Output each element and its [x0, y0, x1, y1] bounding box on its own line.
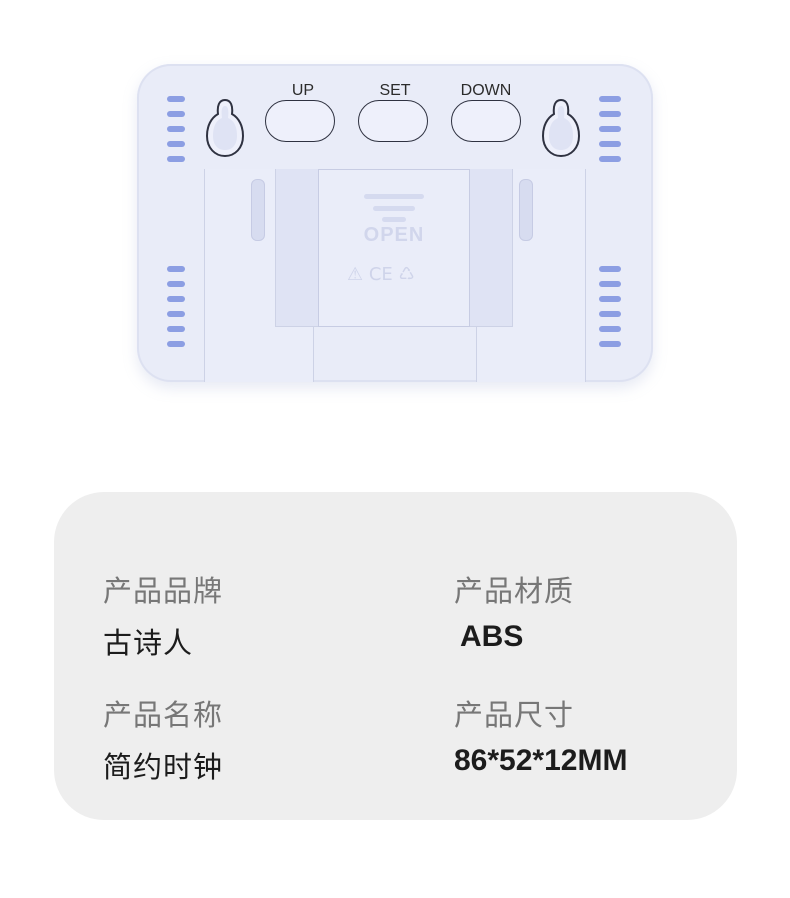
vent-slot: [599, 141, 621, 147]
left-wall-mount-keyhole-icon: [205, 98, 245, 158]
vent-group-bottom-left: [167, 266, 185, 356]
vent-slot: [167, 126, 185, 132]
spec-brand-value: 古诗人: [103, 626, 194, 660]
spec-material-value: ABS: [460, 620, 524, 653]
vent-slot: [599, 266, 621, 272]
set-button[interactable]: [358, 100, 428, 142]
spec-name-label: 产品名称: [103, 698, 224, 732]
product-spec-card: 产品品牌 古诗人 产品材质 ABS 产品名称 简约时钟 产品尺寸 86*52*1…: [54, 492, 737, 820]
vent-slot: [167, 141, 185, 147]
set-button-label: SET: [379, 82, 411, 99]
cover-grip-line: [373, 206, 415, 211]
vent-slot: [599, 341, 621, 347]
vent-slot: [599, 126, 621, 132]
cover-grip-line: [364, 194, 424, 199]
clock-back-panel: UP SET DOWN OPEN ⚠ CE ♺: [137, 64, 653, 382]
vent-slot: [167, 296, 185, 302]
up-button[interactable]: [265, 100, 335, 142]
stand-slot: [251, 179, 265, 241]
vent-slot: [167, 311, 185, 317]
battery-cover[interactable]: OPEN ⚠ CE ♺: [318, 169, 470, 327]
up-button-label: UP: [291, 82, 315, 99]
vent-slot: [599, 311, 621, 317]
spec-name-value-wrap: 简约时钟: [103, 744, 223, 786]
vent-group-bottom-right: [599, 266, 621, 356]
vent-slot: [167, 156, 185, 162]
vent-slot: [167, 96, 185, 102]
spec-size: 产品尺寸: [454, 692, 574, 734]
vent-slot: [167, 281, 185, 287]
vent-slot: [599, 296, 621, 302]
spec-brand: 产品品牌: [103, 568, 223, 610]
spec-size-label: 产品尺寸: [454, 698, 575, 732]
spec-size-value: 86*52*12MM: [454, 744, 628, 777]
certification-marks: ⚠ CE ♺: [347, 264, 415, 285]
vent-slot: [599, 156, 621, 162]
vent-slot: [599, 281, 621, 287]
vent-slot: [599, 326, 621, 332]
right-wall-mount-keyhole-icon: [541, 98, 581, 158]
battery-cover-open-label: OPEN: [363, 224, 425, 246]
down-button-label: DOWN: [460, 82, 512, 99]
vent-slot: [167, 266, 185, 272]
spec-size-value-wrap: 86*52*12MM: [454, 744, 627, 778]
spec-brand-value-wrap: 古诗人: [103, 620, 193, 662]
vent-slot: [167, 111, 185, 117]
spec-name-value: 简约时钟: [103, 750, 224, 784]
spec-material-label: 产品材质: [454, 574, 575, 608]
vent-slot: [599, 96, 621, 102]
spec-brand-label: 产品品牌: [103, 574, 224, 608]
vent-slot: [167, 326, 185, 332]
cover-grip-line: [382, 217, 406, 222]
vent-slot: [599, 111, 621, 117]
vent-group-top-left: [167, 96, 185, 171]
spec-material: 产品材质: [454, 568, 574, 610]
down-button[interactable]: [451, 100, 521, 142]
spec-material-value-wrap: ABS: [460, 620, 523, 654]
spec-name: 产品名称: [103, 692, 223, 734]
stand-slot: [519, 179, 533, 241]
vent-group-top-right: [599, 96, 621, 171]
vent-slot: [167, 341, 185, 347]
